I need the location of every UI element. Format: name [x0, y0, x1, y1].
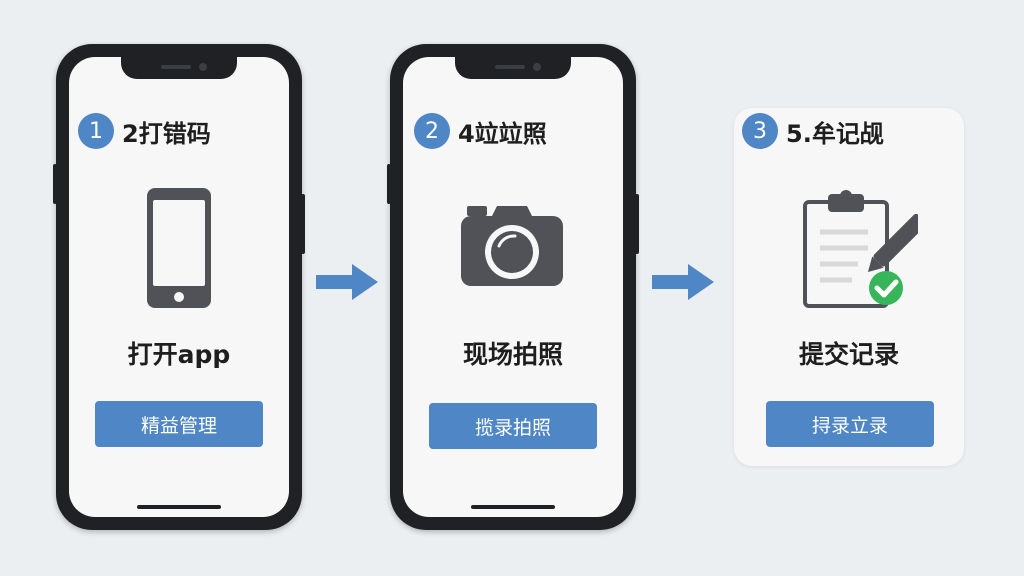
phone-notch	[121, 57, 237, 79]
phone-notch	[455, 57, 571, 79]
step-title: 4竝竝照	[458, 119, 547, 148]
step-title: 2打错码	[122, 119, 211, 148]
step-1-header: 1 2打错码	[78, 113, 211, 149]
phone-side-button	[387, 164, 391, 204]
step-caption: 现场拍照	[462, 340, 563, 369]
clipboard-check-icon	[803, 190, 918, 308]
step-2-header: 2 4竝竝照	[414, 113, 547, 149]
phone-side-button	[635, 194, 639, 254]
step-title: 5.牟记觇	[786, 119, 884, 148]
phone-side-button	[301, 194, 305, 254]
smartphone-icon	[147, 188, 211, 308]
step-3-button[interactable]: 挦录立录	[766, 401, 934, 447]
step-2-button[interactable]: 揽录拍照	[429, 403, 597, 449]
step-3-header: 3 5.牟记觇	[742, 113, 884, 149]
step-caption: 打开app	[127, 340, 231, 369]
phone-side-button	[53, 164, 57, 204]
step-number-badge: 1	[78, 113, 114, 149]
step-number-badge: 3	[742, 113, 778, 149]
step-1-button[interactable]: 精益管理	[95, 401, 263, 447]
home-indicator	[471, 505, 555, 509]
arrow-right-icon	[316, 264, 378, 300]
home-indicator	[137, 505, 221, 509]
camera-icon	[461, 206, 563, 286]
step-number-badge: 2	[414, 113, 450, 149]
step-caption: 提交记录	[798, 340, 899, 369]
arrow-right-icon	[652, 264, 714, 300]
